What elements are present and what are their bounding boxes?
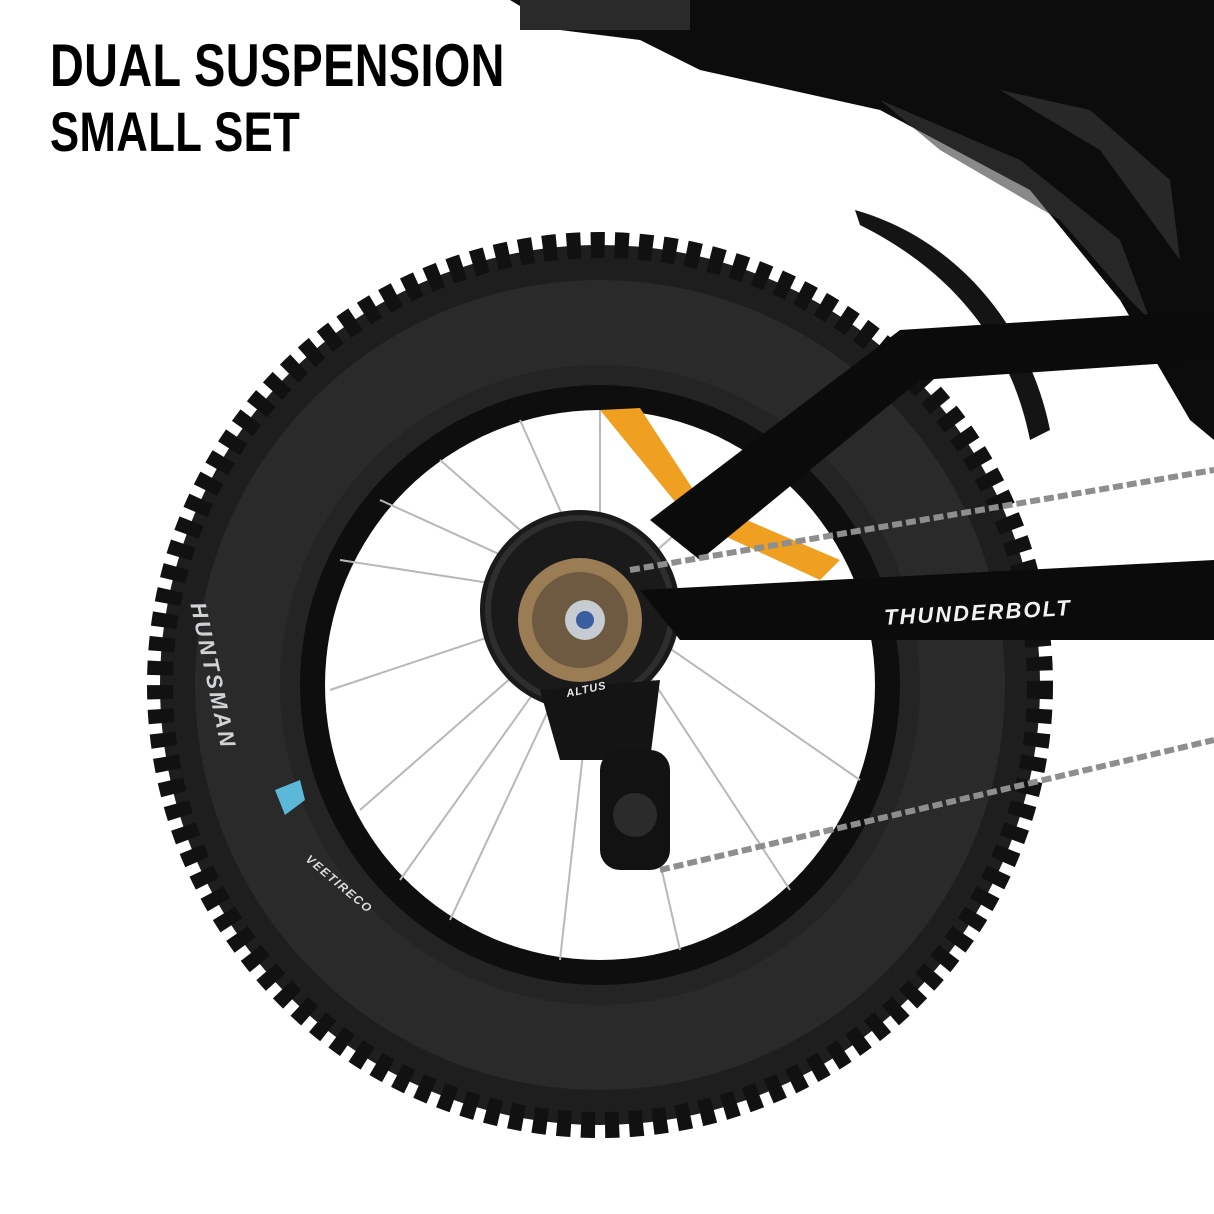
fender (855, 210, 1050, 440)
chainstay (640, 560, 1214, 640)
headline-line-1: DUAL SUSPENSION (50, 32, 505, 99)
headline-line-2: SMALL SET (50, 100, 301, 163)
rear-rack (510, 0, 1214, 440)
headline: DUAL SUSPENSION SMALL SET (50, 36, 505, 160)
seatstay (650, 310, 1214, 560)
reflector (600, 408, 840, 580)
rear-derailleur (540, 680, 670, 870)
chain (629, 467, 1214, 873)
tire-logo-icon (275, 780, 305, 815)
